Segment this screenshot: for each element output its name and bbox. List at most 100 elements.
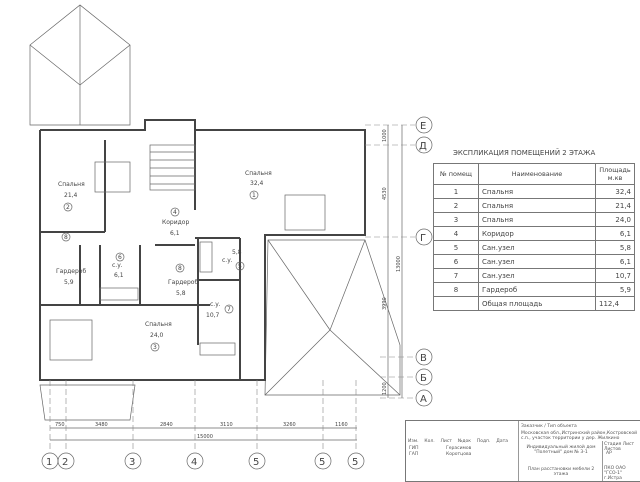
svg-text:7: 7 <box>227 306 231 313</box>
bed-icon <box>49 319 93 361</box>
svg-text:10,7: 10,7 <box>206 312 220 319</box>
room-area: 5,8 <box>595 240 635 255</box>
stamp-address-label: Заказчик / Тип объекта <box>521 424 577 429</box>
room-label-5: с.у.5,85 <box>222 249 245 271</box>
svg-text:А: А <box>420 394 427 405</box>
svg-text:3260: 3260 <box>283 422 296 428</box>
svg-text:В: В <box>420 353 427 364</box>
room-number: 4 <box>433 226 479 241</box>
svg-text:Спальня: Спальня <box>145 321 172 328</box>
vertical-dimensions: 1000 4530 3990 1200 13000 <box>382 125 403 398</box>
axis-markers-bottom: 1 2 3 4 5 5 5 <box>41 380 365 470</box>
room-number: 7 <box>433 268 479 283</box>
svg-text:1160: 1160 <box>335 422 348 428</box>
svg-text:5: 5 <box>253 457 259 468</box>
stage-header: Лист <box>622 442 635 447</box>
stamp-name: Коротцова <box>446 452 472 457</box>
total-empty <box>433 296 479 311</box>
room-number: 6 <box>433 254 479 269</box>
svg-text:1: 1 <box>252 192 256 199</box>
svg-text:Г: Г <box>420 233 426 244</box>
svg-text:Гардероб: Гардероб <box>56 268 86 275</box>
total-label: Общая площадь <box>478 296 596 311</box>
room-area: 21,4 <box>595 198 635 213</box>
room-label-7: с.у.710,7 <box>206 301 234 319</box>
stamp-header: Кол. <box>424 439 435 444</box>
room-name: Сан.узел <box>478 254 596 269</box>
svg-text:3110: 3110 <box>220 422 233 428</box>
roof-outline-right <box>264 239 401 396</box>
stage-header: Стадия <box>604 442 622 447</box>
stamp-header: Подп. <box>476 439 491 444</box>
room-area: 6,1 <box>595 254 635 269</box>
staircase <box>149 144 196 191</box>
room-name: Сан.узел <box>478 240 596 255</box>
svg-text:4: 4 <box>173 209 177 216</box>
explication-title: ЭКСПЛИКАЦИЯ ПОМЕЩЕНИЙ 2 ЭТАЖА <box>453 149 596 157</box>
stamp-address: Московская обл.,Истринский район,Костров… <box>521 431 638 441</box>
room-name: Сан.узел <box>478 268 596 283</box>
svg-text:Е: Е <box>420 121 426 132</box>
svg-text:24,0: 24,0 <box>150 332 164 339</box>
stamp-stage-headers: Стадия Лист Листов <box>604 442 640 452</box>
svg-text:Б: Б <box>420 373 427 384</box>
stamp-header: Лист <box>440 439 452 444</box>
room-number: 3 <box>433 212 479 227</box>
svg-text:Коридор: Коридор <box>162 219 189 226</box>
stamp-header: Дата <box>496 439 508 444</box>
svg-text:5,9: 5,9 <box>64 279 74 286</box>
room-number: 1 <box>433 184 479 199</box>
svg-text:Спальня: Спальня <box>58 181 85 188</box>
stamp-stage: АР <box>606 451 612 456</box>
header-area: Площадь м.кв <box>595 163 635 185</box>
svg-text:3480: 3480 <box>95 422 108 428</box>
stamp-header: Изм. <box>408 439 419 444</box>
stamp-object: Индивидуальный жилой дом "Полетный" дом … <box>526 445 596 455</box>
room-label-6: 6с.у.6,1 <box>112 252 125 279</box>
svg-text:4: 4 <box>191 457 197 468</box>
svg-text:5,8: 5,8 <box>176 290 186 297</box>
horizontal-dimensions: 750 3480 2840 3110 3260 1160 15000 <box>50 422 357 441</box>
svg-text:3: 3 <box>129 457 135 468</box>
stamp-role: ГАП <box>409 452 419 457</box>
svg-text:13000: 13000 <box>396 256 402 272</box>
svg-text:6,1: 6,1 <box>170 230 180 237</box>
room-name: Спальня <box>478 184 596 199</box>
total-value: 112,4 <box>595 296 635 311</box>
stamp-org: ПКО ОАО "ГСО-1" г.Истра <box>604 466 626 481</box>
room-name: Спальня <box>478 198 596 213</box>
porch-roof <box>39 384 136 421</box>
svg-text:5,8: 5,8 <box>232 249 242 256</box>
svg-text:4530: 4530 <box>382 187 388 200</box>
roof-outline-top <box>29 4 131 126</box>
svg-text:1000: 1000 <box>382 129 388 142</box>
svg-text:2840: 2840 <box>160 422 173 428</box>
svg-text:2: 2 <box>62 457 68 468</box>
svg-text:3: 3 <box>153 344 157 351</box>
bed-icon <box>284 194 326 231</box>
svg-text:Гардероб: Гардероб <box>168 279 198 286</box>
bathtub-icon <box>99 287 139 301</box>
svg-text:Спальня: Спальня <box>245 170 272 177</box>
svg-text:1: 1 <box>46 457 52 468</box>
table-total-row: Общая площадь 112,4 <box>433 296 635 311</box>
svg-text:6: 6 <box>118 254 122 261</box>
svg-text:750: 750 <box>55 422 65 428</box>
svg-text:с.у.: с.у. <box>112 262 123 269</box>
svg-text:2: 2 <box>66 204 70 211</box>
stage-header: Листов <box>604 447 621 452</box>
room-area: 24,0 <box>595 212 635 227</box>
